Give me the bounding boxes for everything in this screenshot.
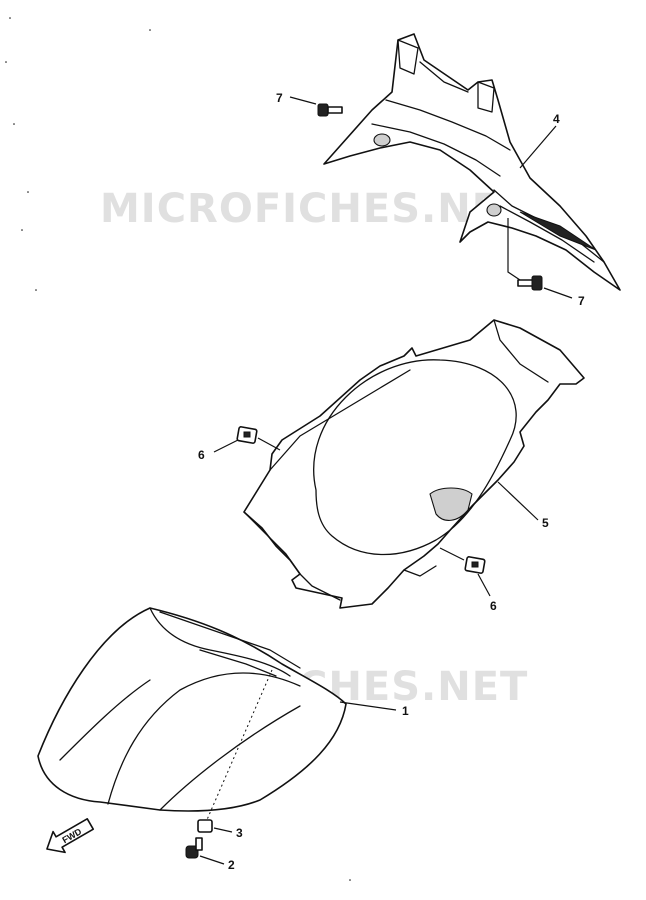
scan-specks [5,17,351,881]
part-4-rear-cover [323,33,621,291]
part-2-screw: 2 [185,837,235,872]
part-5-notch [429,487,473,521]
callout-7-bottom: 7 [578,294,585,308]
part-7-bolt-bottom: 7 [517,275,585,308]
forward-direction-arrow: FWD [46,818,95,854]
callout-3: 3 [236,826,243,840]
part-6-clip-left: 6 [198,426,258,462]
callout-2: 2 [228,858,235,872]
callout-6-right: 6 [490,599,497,613]
part-4-hole-left [373,133,391,147]
callout-1: 1 [402,704,409,718]
part-5-inner-panel [243,319,585,609]
part-1-front-fender [37,607,347,812]
part-6-clip-right: 6 [464,556,497,613]
watermark-top: MICROFICHES.NET [100,186,528,232]
callout-6-left: 6 [198,448,205,462]
part-4-hole-right [486,203,502,217]
callout-4: 4 [553,112,560,126]
part-3-collar: 3 [197,819,243,840]
part-7-bolt-top: 7 [276,91,343,117]
callout-7-top: 7 [276,91,283,105]
callout-5: 5 [542,516,549,530]
